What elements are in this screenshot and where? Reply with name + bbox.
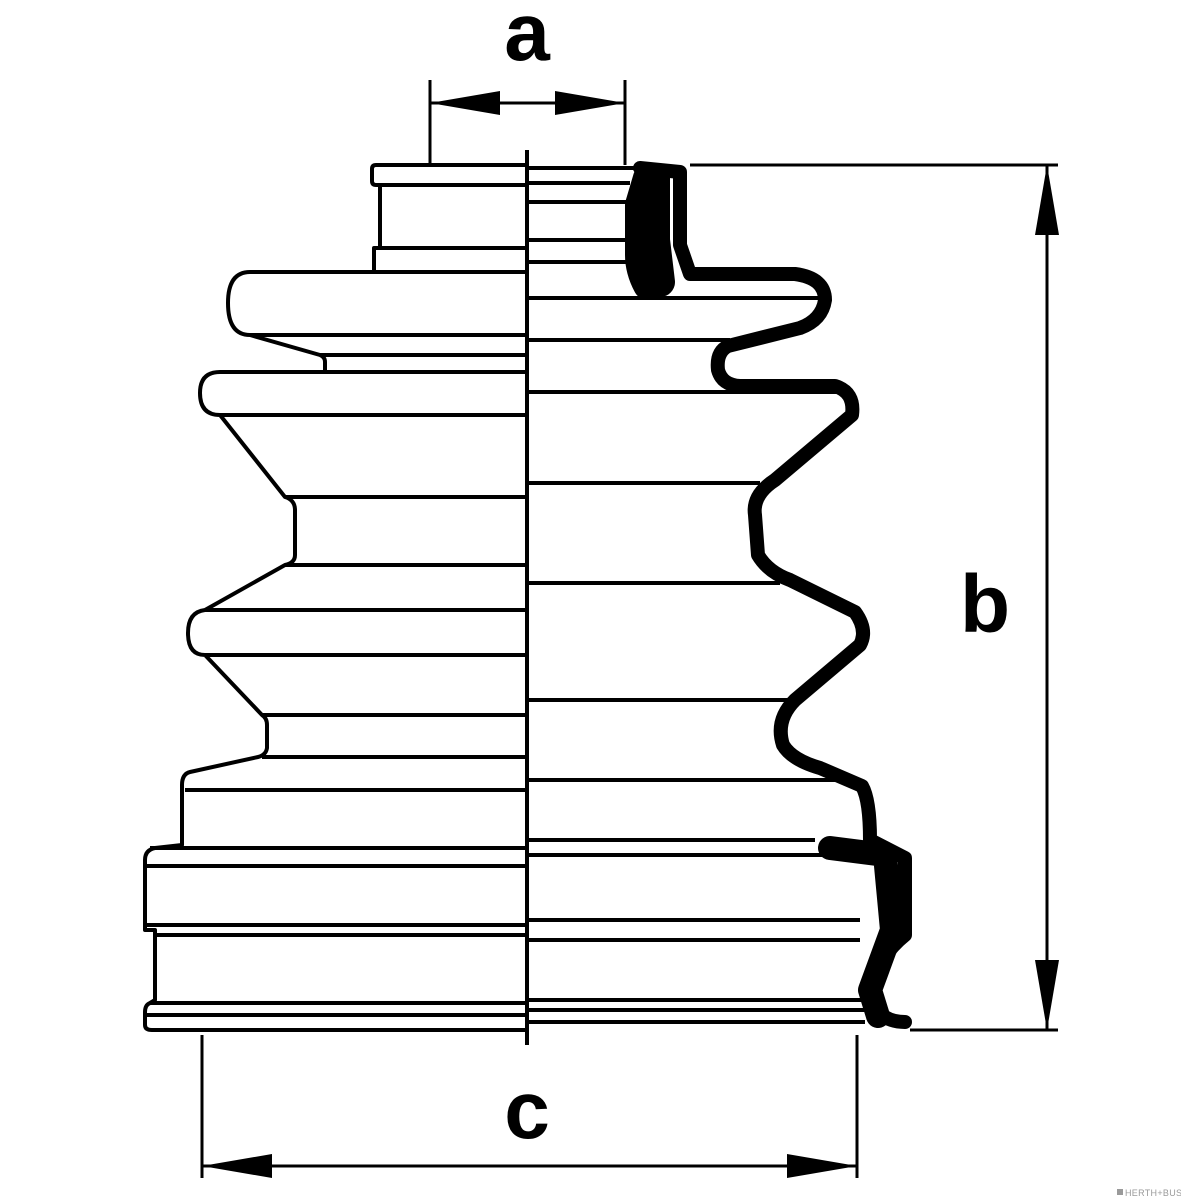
arrowhead-icon (555, 91, 625, 115)
arrowhead-icon (1035, 960, 1059, 1030)
left-section-lines (145, 183, 527, 1017)
boot-left-outline (143, 163, 527, 1032)
watermark-logo: HERTH+BUSS (1117, 1188, 1181, 1198)
dimension-b: b (690, 163, 1059, 1032)
arrowhead-icon (202, 1154, 272, 1178)
dimension-b-label: b (960, 559, 1010, 650)
dimension-c: c (200, 1035, 859, 1178)
dimension-c-label: c (504, 1065, 550, 1156)
arrowhead-icon (430, 91, 500, 115)
dimension-a-label: a (504, 0, 551, 78)
watermark-icon (1117, 1189, 1123, 1195)
watermark-text: HERTH+BUSS (1125, 1188, 1181, 1198)
dimension-a: a (428, 0, 627, 165)
arrowhead-icon (787, 1154, 857, 1178)
right-section-lines (527, 166, 865, 1024)
boot-wall-profile (625, 161, 912, 1029)
arrowhead-icon (1035, 165, 1059, 235)
